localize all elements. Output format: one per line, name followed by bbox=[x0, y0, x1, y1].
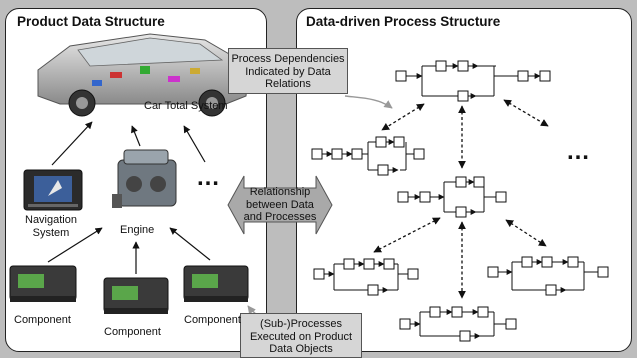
component-image-1 bbox=[9, 265, 77, 302]
car-total-system-label: Car Total System bbox=[144, 100, 228, 112]
right-ellipsis: … bbox=[566, 138, 590, 165]
product-hierarchy-arrows bbox=[47, 121, 211, 274]
product-data-title: Product Data Structure bbox=[17, 14, 165, 29]
process-fragment-2 bbox=[311, 136, 425, 176]
engine-image bbox=[112, 149, 177, 208]
process-graphs bbox=[311, 60, 609, 342]
callout-line: Executed on Product bbox=[249, 330, 353, 343]
subprocesses-callout: (Sub-)Processes Executed on Product Data… bbox=[240, 313, 362, 358]
callout-line: (Sub-)Processes bbox=[260, 318, 342, 330]
car-image bbox=[37, 33, 249, 117]
relationship-line: and Processes bbox=[243, 211, 317, 223]
dependency-arrows bbox=[373, 99, 549, 299]
navigation-system-image bbox=[23, 169, 83, 211]
process-structure-title: Data-driven Process Structure bbox=[306, 14, 501, 29]
relationship-line: Relationship bbox=[249, 186, 311, 198]
process-fragment-6 bbox=[399, 306, 517, 342]
process-fragment-1 bbox=[395, 60, 551, 102]
callout-line: Data Objects bbox=[269, 343, 333, 355]
component-label-2: Component bbox=[104, 326, 161, 338]
callout-line: Indicated by Data bbox=[245, 65, 331, 78]
navigation-line: System bbox=[32, 226, 70, 239]
process-fragment-4 bbox=[313, 258, 419, 296]
process-fragment-3 bbox=[397, 176, 507, 218]
navigation-line: Navigation bbox=[25, 214, 77, 226]
component-label-1: Component bbox=[14, 314, 71, 326]
callout-line: Process Dependencies bbox=[231, 53, 345, 65]
process-fragment-5 bbox=[487, 256, 609, 296]
relationship-label: Relationship between Data and Processes bbox=[242, 186, 318, 224]
dependencies-pointer bbox=[344, 95, 393, 109]
component-label-3: Component bbox=[184, 314, 241, 326]
relationship-line: between Data bbox=[246, 198, 314, 211]
relationship-double-arrow bbox=[227, 175, 333, 235]
engine-label: Engine bbox=[120, 224, 155, 236]
left-ellipsis: … bbox=[196, 164, 220, 191]
callout-line: Relations bbox=[265, 78, 311, 90]
navigation-system-label: Navigation System bbox=[20, 214, 82, 239]
component-image-3 bbox=[183, 265, 249, 302]
component-image-2 bbox=[103, 277, 169, 314]
dependencies-callout: Process Dependencies Indicated by Data R… bbox=[228, 48, 348, 94]
